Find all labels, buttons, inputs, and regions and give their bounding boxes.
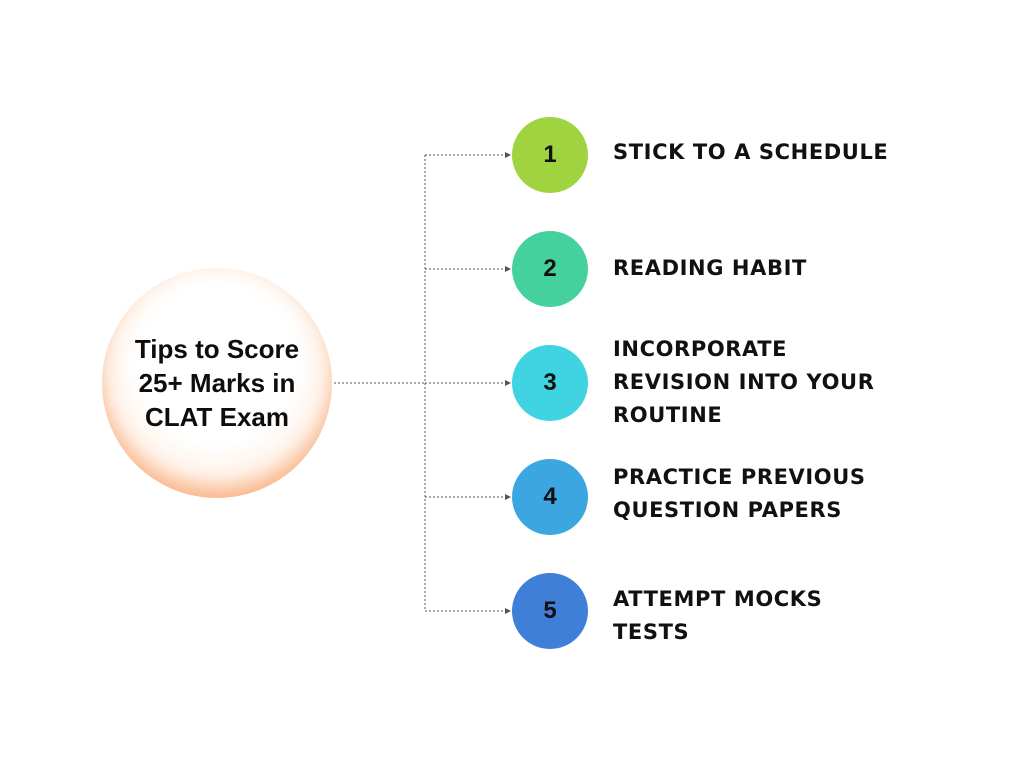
tip-number-5: 5 xyxy=(543,597,557,624)
central-title: Tips to Score 25+ Marks in CLAT Exam xyxy=(134,334,300,432)
tip-label-1: STICK TO A SCHEDULE xyxy=(613,140,889,164)
tip-number-circle-5: 5 xyxy=(512,573,588,649)
tip-label-5: ATTEMPT MOCKS TESTS xyxy=(613,587,823,644)
tip-label-3: INCORPORATE REVISION INTO YOUR ROUTINE xyxy=(613,337,875,427)
tip-number-4: 4 xyxy=(543,483,557,510)
tip-number-circle-1: 1 xyxy=(512,117,588,193)
tip-number-2: 2 xyxy=(543,255,557,282)
central-title-box: Tips to Score 25+ Marks in CLAT Exam xyxy=(102,268,332,498)
tip-number-circle-4: 4 xyxy=(512,459,588,535)
tip-label-4: PRACTICE PREVIOUS QUESTION PAPERS xyxy=(613,465,866,522)
tip-label-2: READING HABIT xyxy=(613,256,807,280)
tip-number-3: 3 xyxy=(543,369,557,396)
tip-number-circle-3: 3 xyxy=(512,345,588,421)
central-circle xyxy=(102,268,332,498)
tip-number-circle-2: 2 xyxy=(512,231,588,307)
tip-number-1: 1 xyxy=(543,141,557,168)
